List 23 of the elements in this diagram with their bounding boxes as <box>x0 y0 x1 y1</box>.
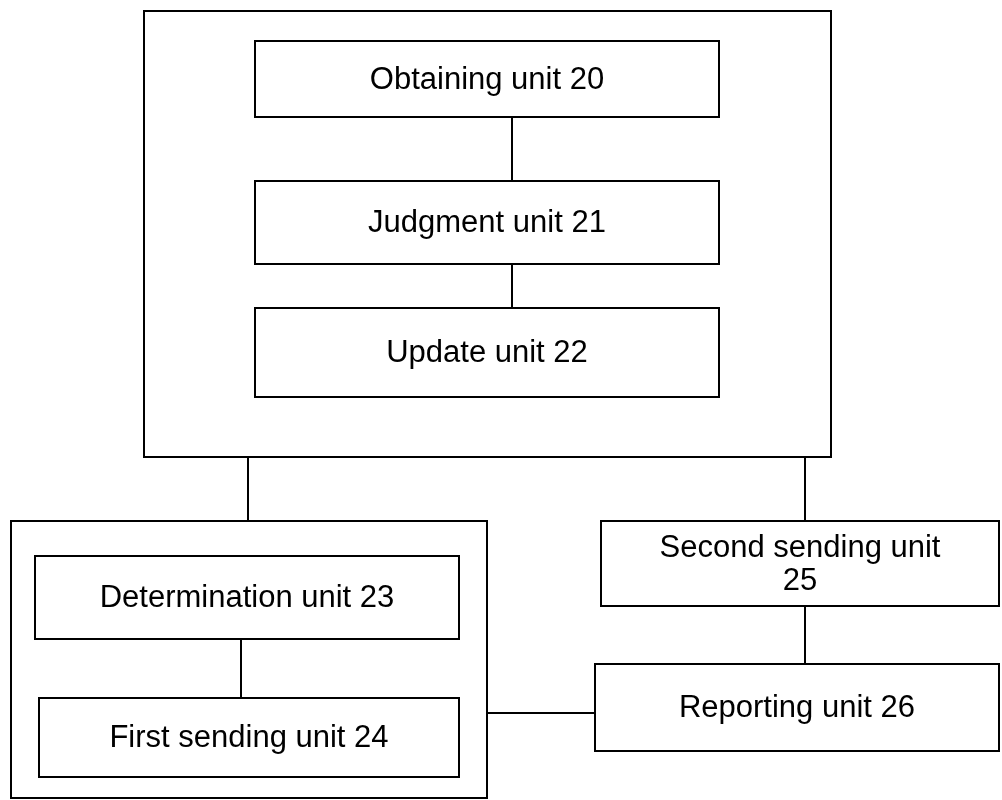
unit-label: Second sending unit 25 <box>658 530 942 597</box>
unit-label: First sending unit 24 <box>109 721 389 754</box>
unit-label: Update unit 22 <box>386 336 588 369</box>
connector-line <box>804 606 806 664</box>
connector-line <box>487 712 595 714</box>
connector-line <box>247 457 249 521</box>
connector-line <box>511 117 513 181</box>
group-box <box>10 520 488 799</box>
unit-box <box>594 663 1000 752</box>
connector-line <box>511 264 513 308</box>
unit-label: Reporting unit 26 <box>678 691 916 724</box>
unit-label: Determination unit 23 <box>99 581 395 614</box>
connector-line <box>240 639 242 698</box>
unit-box <box>600 520 1000 607</box>
unit-box <box>254 40 720 118</box>
unit-box <box>254 307 720 398</box>
unit-label: Obtaining unit 20 <box>369 62 605 96</box>
unit-box <box>254 180 720 265</box>
unit-box <box>34 555 460 640</box>
group-box <box>143 10 832 458</box>
unit-box <box>38 697 460 778</box>
unit-label: Judgment unit 21 <box>368 206 606 239</box>
connector-line <box>804 457 806 521</box>
